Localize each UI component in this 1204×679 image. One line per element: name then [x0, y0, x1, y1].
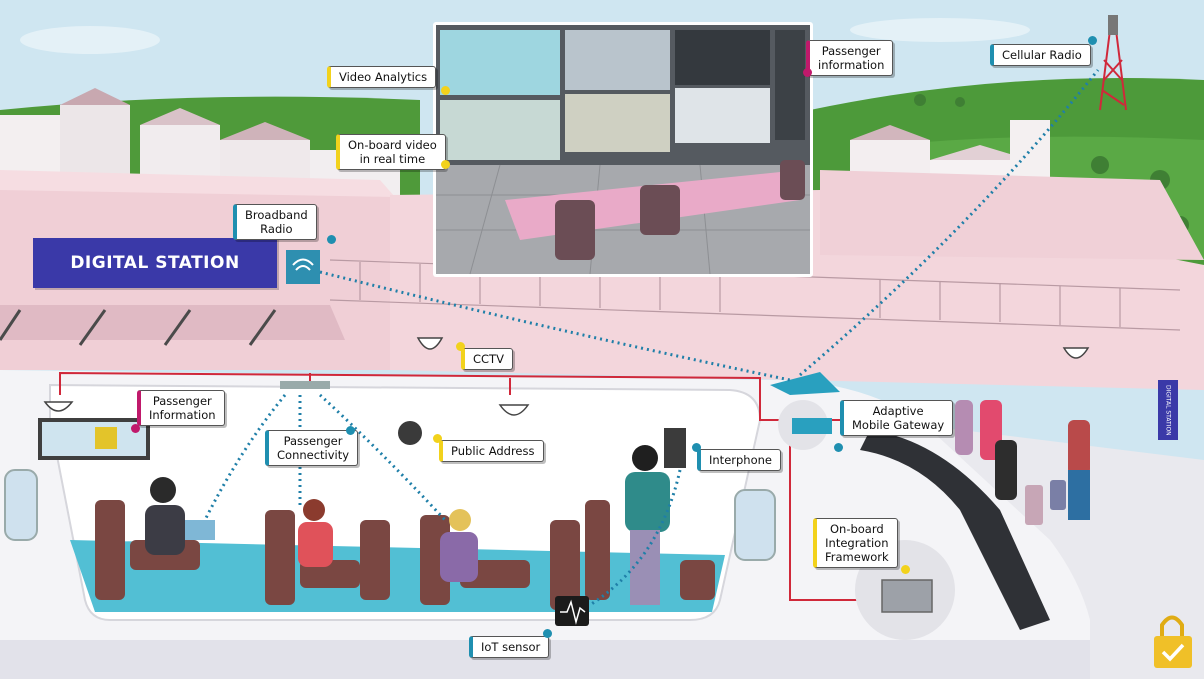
callout-line: Radio [260, 222, 293, 236]
callout-line: Framework [825, 550, 889, 564]
iot-sensor-dot [543, 629, 552, 638]
cellular-tower [1099, 29, 1127, 111]
callout-line: On-board video [348, 138, 437, 152]
callout-line: Integration [825, 536, 889, 550]
video-analytics-dot [441, 86, 450, 95]
callout-text: Interphone [709, 453, 772, 467]
callout-text: Public Address [451, 444, 535, 458]
adaptive-mobile-gateway-callout[interactable]: Adaptive Mobile Gateway [840, 400, 954, 436]
callout-text: CCTV [473, 352, 504, 366]
gateway-device [770, 372, 840, 450]
broadband-radio-dot [327, 235, 336, 244]
public-address-dot [433, 434, 442, 443]
callout-line: Mobile Gateway [852, 418, 945, 432]
onboard-video-dot [441, 160, 450, 169]
passenger-info-top-dot [803, 68, 812, 77]
passenger-information-train-callout[interactable]: Passenger Information [137, 390, 225, 426]
callout-line: Passenger [152, 394, 212, 408]
callout-line: Passenger [821, 44, 881, 58]
cellular-radio-callout[interactable]: Cellular Radio [990, 44, 1091, 66]
callout-line: in real time [359, 152, 426, 166]
passengers [145, 400, 1090, 605]
onboard-video-callout[interactable]: On-board video in real time [336, 134, 446, 170]
lock-icon [1154, 615, 1192, 668]
cellular-radio-dot [1088, 36, 1097, 45]
passenger-connectivity-callout[interactable]: Passenger Connectivity [265, 430, 359, 466]
callout-line: Broadband [245, 208, 308, 222]
callout-line: On-board [829, 522, 884, 536]
control-room-image [433, 22, 813, 277]
callout-line: Connectivity [277, 448, 350, 462]
callout-text: Video Analytics [339, 70, 428, 84]
digital-station-sign: DIGITAL STATION [33, 238, 277, 288]
broadband-radio-callout[interactable]: Broadband Radio [233, 204, 317, 240]
passenger-information-top-callout[interactable]: Passenger information [806, 40, 894, 76]
iot-sensor-callout[interactable]: IoT sensor [469, 636, 550, 658]
cctv-callout[interactable]: CCTV [461, 348, 513, 370]
platform-station-sign: DIGITAL STATION [1158, 380, 1178, 440]
callout-line: Adaptive [872, 404, 924, 418]
passenger-info-train-dot [131, 424, 140, 433]
public-address-callout[interactable]: Public Address [439, 440, 544, 462]
callout-text: IoT sensor [481, 640, 541, 654]
integration-framework-dot [901, 565, 910, 574]
houses-left [0, 88, 400, 195]
interphone-callout[interactable]: Interphone [697, 449, 781, 471]
cctv-dot [456, 342, 465, 351]
callout-text: Cellular Radio [1002, 48, 1082, 62]
interphone-dot [692, 443, 701, 452]
integration-framework-callout[interactable]: On-board Integration Framework [813, 518, 898, 568]
callout-line: Passenger [283, 434, 343, 448]
callout-line: Information [149, 408, 216, 422]
callout-line: information [818, 58, 885, 72]
adaptive-gateway-dot [834, 443, 843, 452]
video-analytics-callout[interactable]: Video Analytics [327, 66, 437, 88]
passenger-connectivity-dot [346, 426, 355, 435]
